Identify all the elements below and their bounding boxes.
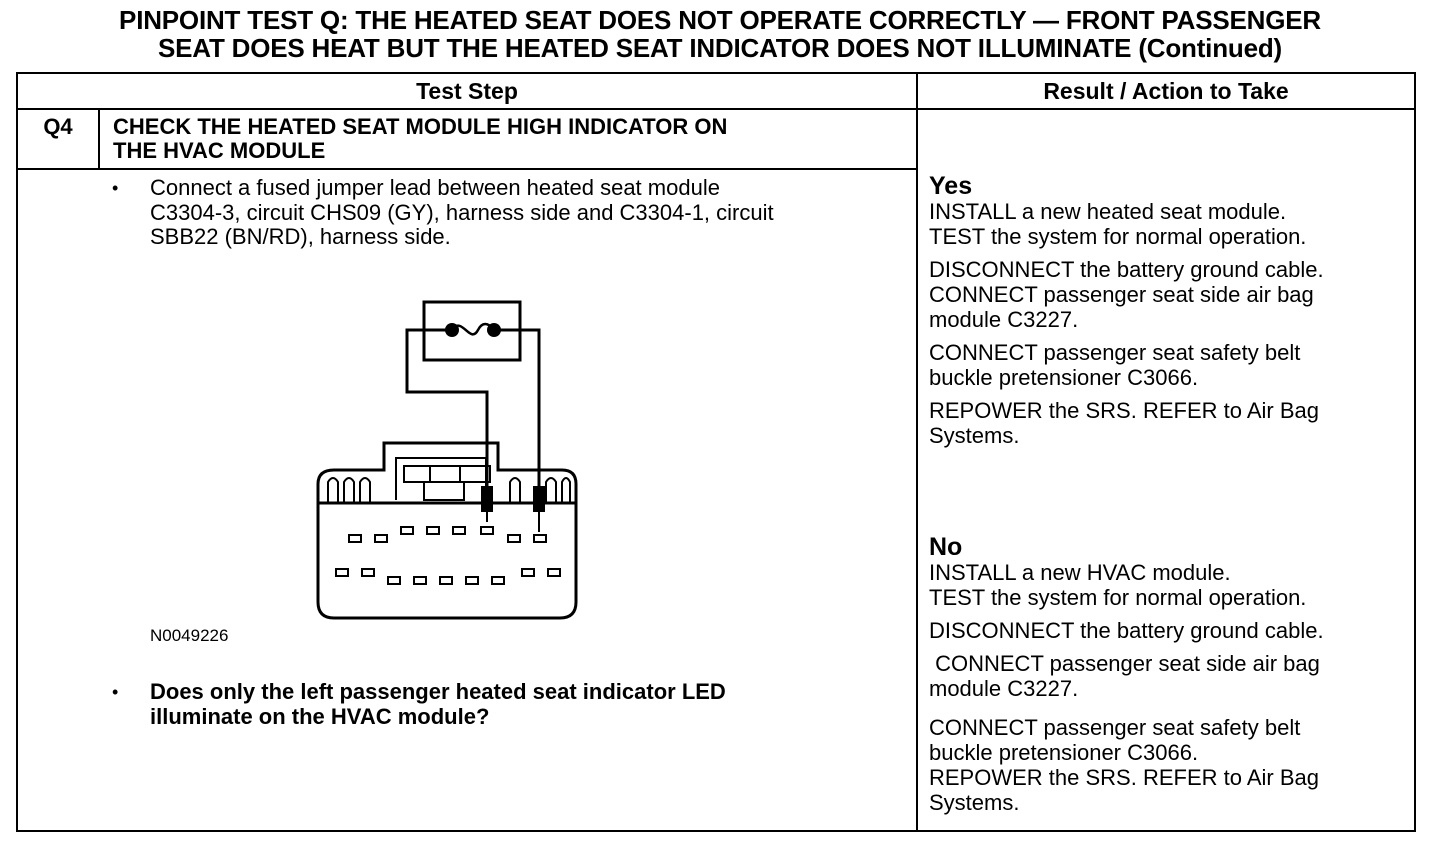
bullet-icon: • xyxy=(112,178,119,198)
step-title-line-1: CHECK THE HEATED SEAT MODULE HIGH INDICA… xyxy=(113,114,728,139)
result-line: REPOWER the SRS. REFER to Air Bag xyxy=(929,765,1320,790)
instruction-line: C3304-3, circuit CHS09 (GY), harness sid… xyxy=(150,199,774,225)
result-line: buckle pretensioner C3066. xyxy=(929,740,1199,765)
header-divider xyxy=(16,108,1416,110)
result-line: buckle pretensioner C3066. xyxy=(929,365,1199,390)
result-line: CONNECT passenger seat side air bag xyxy=(929,651,1320,676)
header-result-action: Result / Action to Take xyxy=(1043,78,1289,104)
jumper-connector-diagram xyxy=(316,300,578,620)
result-yes: Yes INSTALL a new heated seat module. TE… xyxy=(929,173,1399,448)
result-line: CONNECT passenger seat safety belt xyxy=(929,340,1301,365)
step-title: CHECK THE HEATED SEAT MODULE HIGH INDICA… xyxy=(113,115,903,163)
result-line: module C3227. xyxy=(929,676,1079,701)
result-line: module C3227. xyxy=(929,307,1079,332)
instruction-text: Connect a fused jumper lead between heat… xyxy=(150,175,774,250)
result-line: INSTALL a new heated seat module. xyxy=(929,199,1287,224)
pin-cavities xyxy=(335,526,561,585)
bullet-icon: • xyxy=(112,682,119,702)
figure-label: N0049226 xyxy=(150,626,229,645)
step-id: Q4 xyxy=(43,114,73,139)
result-line: Systems. xyxy=(929,790,1020,815)
question-text: Does only the left passenger heated seat… xyxy=(150,679,726,729)
jumper-lead-left xyxy=(405,328,489,488)
title-line-1: PINPOINT TEST Q: THE HEATED SEAT DOES NO… xyxy=(119,5,1321,35)
instruction-line: Connect a fused jumper lead between heat… xyxy=(150,175,720,200)
instruction-item: • Connect a fused jumper lead between he… xyxy=(110,175,774,250)
page-title: PINPOINT TEST Q: THE HEATED SEAT DOES NO… xyxy=(0,6,1440,62)
title-line-2: SEAT DOES HEAT BUT THE HEATED SEAT INDIC… xyxy=(158,33,1282,63)
step-title-line-2: THE HVAC MODULE xyxy=(113,138,326,163)
fuse-element-icon xyxy=(450,322,495,336)
question-line: Does only the left passenger heated seat… xyxy=(150,679,726,704)
probe-right xyxy=(533,486,545,532)
jumper-lead-right xyxy=(494,328,541,488)
connector-c3304 xyxy=(316,441,578,620)
result-line: DISCONNECT the battery ground cable. xyxy=(929,618,1324,643)
result-line: Systems. xyxy=(929,423,1020,448)
question-line: illuminate on the HVAC module? xyxy=(150,703,490,729)
connector-ribs xyxy=(327,477,571,503)
column-divider xyxy=(916,72,918,832)
fuse-terminal-left xyxy=(445,323,459,337)
step-id-divider xyxy=(98,108,100,169)
result-line: CONNECT passenger seat side air bag xyxy=(929,282,1314,307)
result-line: REPOWER the SRS. REFER to Air Bag xyxy=(929,398,1320,423)
header-test-step: Test Step xyxy=(416,78,518,104)
result-line: INSTALL a new HVAC module. xyxy=(929,560,1231,585)
step-title-divider xyxy=(16,168,918,170)
result-line: DISCONNECT the battery ground cable. xyxy=(929,257,1324,282)
result-yes-heading: Yes xyxy=(929,172,973,200)
result-no-heading: No xyxy=(929,533,963,561)
test-table xyxy=(16,72,1416,832)
fuse-terminal-right xyxy=(487,323,501,337)
probe-left xyxy=(481,486,493,522)
question-item: • Does only the left passenger heated se… xyxy=(110,679,726,729)
result-line: TEST the system for normal operation. xyxy=(929,585,1307,610)
instruction-line: SBB22 (BN/RD), harness side. xyxy=(150,224,451,249)
result-line: CONNECT passenger seat safety belt xyxy=(929,715,1301,740)
result-line: TEST the system for normal operation. xyxy=(929,224,1307,249)
result-no: No INSTALL a new HVAC module. TEST the s… xyxy=(929,534,1399,815)
